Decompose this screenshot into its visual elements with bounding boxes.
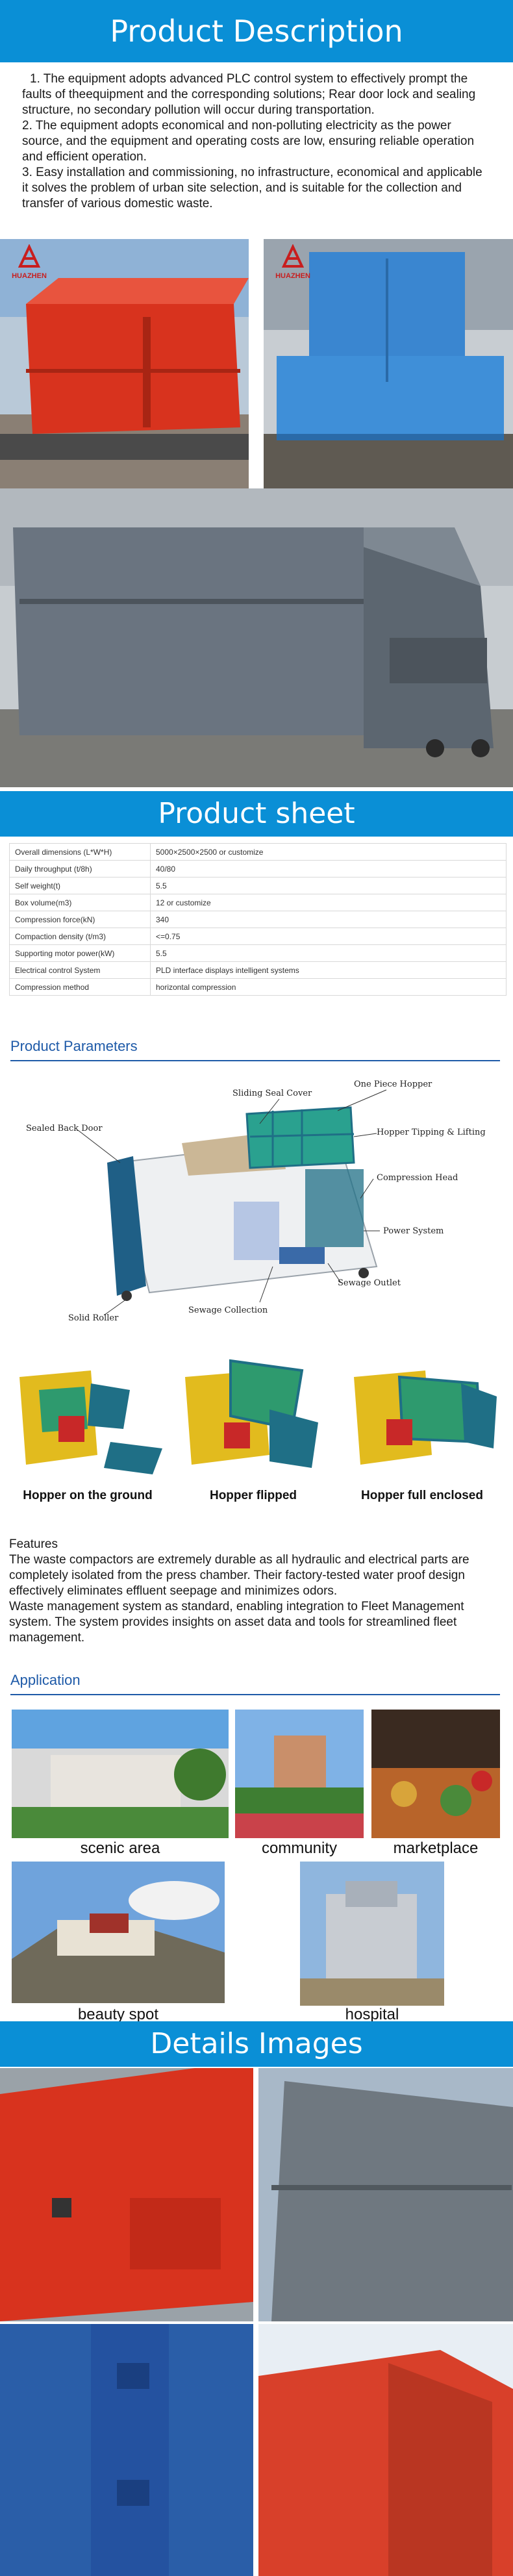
brand-logo-text: HUAZHEN xyxy=(12,272,47,280)
label-compression-head: Compression Head xyxy=(377,1173,458,1183)
hopper-full-enclosed-image xyxy=(347,1357,497,1487)
spec-label: Electrical control System xyxy=(9,961,151,979)
table-row: Daily throughput (t/8h)40/80 xyxy=(9,860,507,878)
spec-value: 12 or customize xyxy=(150,894,507,911)
spec-value: 340 xyxy=(150,911,507,928)
description-point-3: 3. Easy installation and commissioning, … xyxy=(22,166,482,210)
spec-value: 5.5 xyxy=(150,877,507,894)
spec-label: Supporting motor power(kW) xyxy=(9,944,151,962)
application-title: Application xyxy=(10,1672,81,1688)
blue-compactor-photo: HUAZHEN xyxy=(264,239,513,488)
section-divider xyxy=(10,1694,500,1695)
table-row: Compression force(kN)340 xyxy=(9,911,507,928)
logo-icon xyxy=(281,244,305,268)
compactor-exploded-diagram: Sliding Seal Cover One Piece Hopper Seal… xyxy=(0,1072,513,1332)
spec-label: Self weight(t) xyxy=(9,877,151,894)
grey-compactor-photo xyxy=(0,488,513,787)
brand-logo-text: HUAZHEN xyxy=(275,272,310,280)
spec-value: <=0.75 xyxy=(150,928,507,945)
details-images-banner: Details Images xyxy=(0,2021,513,2067)
hopper-flipped-image xyxy=(179,1357,328,1487)
spec-label: Compression method xyxy=(9,978,151,996)
table-row: Compaction density (t/m3)<=0.75 xyxy=(9,928,507,945)
product-sheet-banner: Product sheet xyxy=(0,791,513,837)
marketplace-photo xyxy=(371,1710,500,1838)
product-description-banner: Product Description xyxy=(0,0,513,62)
app-caption-hospital: hospital xyxy=(345,2006,399,2023)
spec-value: 5.5 xyxy=(150,944,507,962)
spec-label: Overall dimensions (L*W*H) xyxy=(9,843,151,861)
label-solid-roller: Solid Roller xyxy=(68,1313,119,1323)
detail-red-top-photo xyxy=(258,2324,513,2576)
table-row: Overall dimensions (L*W*H)5000×2500×2500… xyxy=(9,843,507,861)
section-divider xyxy=(10,1060,500,1061)
features-section: Features The waste compactors are extrem… xyxy=(9,1537,507,1646)
description-point-1: 1. The equipment adopts advanced PLC con… xyxy=(22,72,476,117)
description-point-2: 2. The equipment adopts economical and n… xyxy=(22,119,475,164)
label-power-system: Power System xyxy=(383,1226,444,1236)
hopper-on-ground-image xyxy=(13,1357,162,1487)
features-text-2: Waste management system as standard, ena… xyxy=(9,1600,464,1645)
logo-icon xyxy=(18,244,41,268)
spec-value: horizontal compression xyxy=(150,978,507,996)
spec-table: Overall dimensions (L*W*H)5000×2500×2500… xyxy=(9,843,507,996)
spec-label: Compaction density (t/m3) xyxy=(9,928,151,945)
brand-logo: HUAZHEN xyxy=(6,244,52,280)
table-row: Self weight(t)5.5 xyxy=(9,877,507,894)
detail-red-side-photo xyxy=(0,2068,253,2321)
spec-value: PLD interface displays intelligent syste… xyxy=(150,961,507,979)
spec-label: Daily throughput (t/8h) xyxy=(9,860,151,878)
features-text-1: The waste compactors are extremely durab… xyxy=(9,1553,469,1598)
community-photo xyxy=(235,1710,364,1838)
hopper-caption-2: Hopper flipped xyxy=(209,1489,297,1502)
features-heading: Features xyxy=(9,1537,58,1551)
scenic-area-photo xyxy=(12,1710,229,1838)
label-one-piece-hopper: One Piece Hopper xyxy=(354,1080,432,1089)
app-caption-marketplace: marketplace xyxy=(393,1839,479,1857)
brand-logo-2: HUAZHEN xyxy=(270,244,316,280)
spec-label: Compression force(kN) xyxy=(9,911,151,928)
red-compactor-photo: HUAZHEN xyxy=(0,239,249,488)
label-hopper-tipping: Hopper Tipping & Lifting xyxy=(377,1128,486,1137)
label-sewage-outlet: Sewage Outlet xyxy=(338,1278,401,1288)
app-caption-community: community xyxy=(261,1839,338,1857)
label-sliding-seal-cover: Sliding Seal Cover xyxy=(232,1089,312,1098)
details-images-title: Details Images xyxy=(150,2027,363,2060)
product-parameters-title: Product Parameters xyxy=(10,1038,138,1054)
spec-label: Box volume(m3) xyxy=(9,894,151,911)
app-caption-beauty-spot: beauty spot xyxy=(77,2006,159,2023)
hopper-caption-1: Hopper on the ground xyxy=(23,1489,153,1502)
product-description-text: 1. The equipment adopts advanced PLC con… xyxy=(0,62,513,212)
label-sealed-back-door: Sealed Back Door xyxy=(26,1124,103,1133)
hopper-caption-3: Hopper full enclosed xyxy=(361,1489,483,1502)
hospital-photo xyxy=(300,1862,444,2006)
beauty-spot-photo xyxy=(12,1862,225,2003)
spec-value: 40/80 xyxy=(150,860,507,878)
spec-value: 5000×2500×2500 or customize xyxy=(150,843,507,861)
label-sewage-collection: Sewage Collection xyxy=(188,1306,268,1315)
app-caption-scenic-area: scenic area xyxy=(80,1839,160,1857)
table-row: Box volume(m3)12 or customize xyxy=(9,894,507,911)
detail-blue-hinge-photo xyxy=(0,2324,253,2576)
table-row: Supporting motor power(kW)5.5 xyxy=(9,944,507,962)
detail-grey-side-photo xyxy=(258,2068,513,2321)
page-title: Product Description xyxy=(110,14,403,49)
product-sheet-title: Product sheet xyxy=(158,797,355,830)
